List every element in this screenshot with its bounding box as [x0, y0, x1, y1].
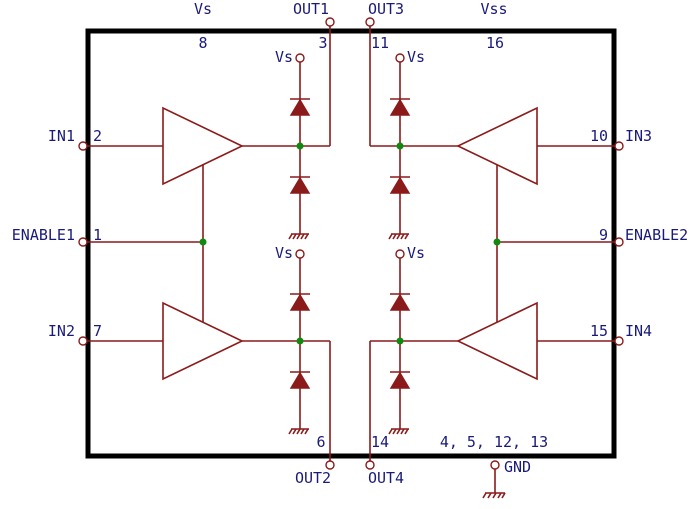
pin-out3: [365, 17, 400, 147]
pin-number-in2: 7: [93, 322, 102, 340]
label-vs-diode-2: Vs: [275, 244, 293, 262]
pin-number-out3: 11: [371, 34, 389, 52]
diode-icon: [389, 371, 411, 389]
pin-enable1: [78, 237, 203, 247]
label-out1: OUT1: [293, 0, 329, 18]
pin-number-in4: 15: [590, 322, 608, 340]
junction-dot: [396, 142, 404, 150]
pin-out2: [300, 340, 335, 470]
pin-number-out4: 14: [371, 433, 389, 451]
junction-dot: [493, 238, 501, 246]
pin-in3: [537, 141, 624, 151]
pin-number-in1: 2: [93, 127, 102, 145]
diode-stack-1: [288, 53, 311, 240]
pin-number-enable2: 9: [599, 226, 608, 244]
pin-in1: [78, 141, 163, 151]
pin-in2: [78, 336, 163, 346]
label-enable2: ENABLE2: [625, 226, 688, 244]
diode-icon: [289, 371, 311, 389]
pin-gnd: [482, 460, 506, 499]
label-in3: IN3: [625, 127, 652, 145]
pin-in4: [537, 336, 624, 346]
label-vs-top: Vs: [194, 0, 212, 18]
amplifier-1: [162, 106, 300, 186]
junction-dot: [199, 238, 207, 246]
pin-number-out1: 3: [318, 34, 327, 52]
diode-icon: [289, 176, 311, 194]
label-vs-diode-3: Vs: [407, 48, 425, 66]
supply-pin-circle: [295, 249, 305, 259]
diode-icon: [289, 293, 311, 311]
diode-icon: [289, 98, 311, 116]
diode-stack-4: [388, 249, 411, 435]
diode-icon: [389, 98, 411, 116]
pin-number-vs: 8: [198, 34, 207, 52]
label-vs-diode-4: Vs: [407, 244, 425, 262]
junction-dot: [296, 142, 304, 150]
pin-number-gnd: 4, 5, 12, 13: [440, 433, 548, 451]
diode-stack-2: [288, 249, 311, 435]
amplifier-4: [400, 301, 538, 381]
supply-pin-circle: [295, 53, 305, 63]
amplifier-3: [400, 106, 538, 186]
pin-out4: [365, 340, 400, 470]
diode-stack-3: [388, 53, 411, 240]
pin-number-enable1: 1: [93, 226, 102, 244]
supply-pin-circle: [395, 53, 405, 63]
supply-pin-circle: [395, 249, 405, 259]
junction-dot: [296, 337, 304, 345]
diode-icon: [389, 176, 411, 194]
label-out4: OUT4: [368, 469, 404, 487]
pin-out1: [300, 17, 335, 147]
label-vss: Vss: [480, 0, 507, 18]
label-vs-diode-1: Vs: [275, 48, 293, 66]
label-in1: IN1: [48, 127, 75, 145]
pin-enable2: [497, 237, 624, 247]
label-gnd: GND: [504, 458, 531, 476]
pin-number-in3: 10: [590, 127, 608, 145]
junction-dot: [396, 337, 404, 345]
pin-number-out2: 6: [316, 433, 325, 451]
amplifier-2: [162, 301, 300, 381]
label-out2: OUT2: [295, 469, 331, 487]
ic-body-outline: [85, 28, 617, 459]
diode-icon: [389, 293, 411, 311]
label-enable1: ENABLE1: [12, 226, 75, 244]
pin-number-vss: 16: [486, 34, 504, 52]
label-in4: IN4: [625, 322, 652, 340]
label-in2: IN2: [48, 322, 75, 340]
label-out3: OUT3: [368, 0, 404, 18]
